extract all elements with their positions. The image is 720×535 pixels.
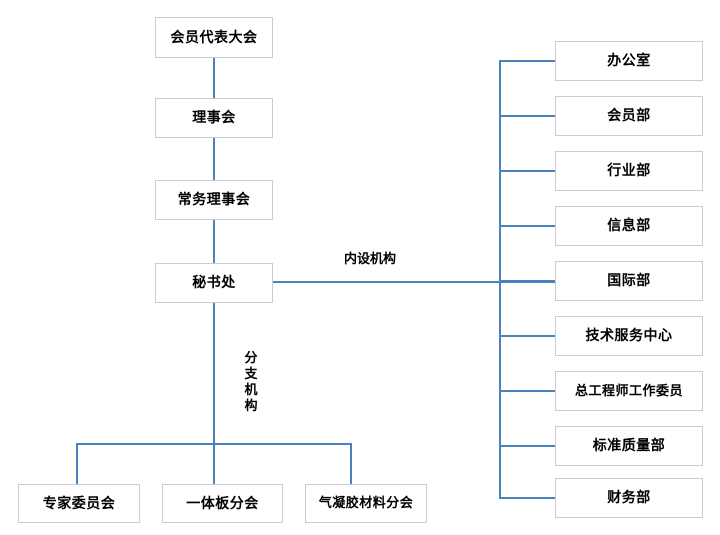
node-chief-engineer-committee[interactable]: 总工程师工作委员 <box>555 371 703 411</box>
node-standing-council[interactable]: 常务理事会 <box>155 180 273 220</box>
connector-stub-standard-quality <box>499 445 556 447</box>
node-information[interactable]: 信息部 <box>555 206 703 246</box>
node-secretariat[interactable]: 秘书处 <box>155 263 273 303</box>
node-international[interactable]: 国际部 <box>555 261 703 301</box>
node-council[interactable]: 理事会 <box>155 98 273 138</box>
connector-stub-office <box>499 60 556 62</box>
connector-secretariat-to-departments <box>273 281 556 283</box>
connector-drop-expert-committee <box>76 443 78 484</box>
node-finance[interactable]: 财务部 <box>555 478 703 518</box>
node-office[interactable]: 办公室 <box>555 41 703 81</box>
connector-secretariat-to-branch-bus <box>213 303 215 444</box>
connector-stub-information <box>499 225 556 227</box>
connector-drop-integrated-board-branch <box>213 443 215 484</box>
node-standard-quality[interactable]: 标准质量部 <box>555 426 703 466</box>
node-assembly[interactable]: 会员代表大会 <box>155 17 273 58</box>
connector-stub-membership <box>499 115 556 117</box>
connector-stub-industry <box>499 170 556 172</box>
connector-standing-council-to-secretariat <box>213 220 215 263</box>
node-industry[interactable]: 行业部 <box>555 151 703 191</box>
node-membership[interactable]: 会员部 <box>555 96 703 136</box>
connector-council-to-standing-council <box>213 138 215 180</box>
node-integrated-board-branch[interactable]: 一体板分会 <box>162 484 283 523</box>
connector-assembly-to-council <box>213 58 215 98</box>
node-aerogel-material-branch[interactable]: 气凝胶材料分会 <box>305 484 427 523</box>
edge-label-internal-departments: 内设机构 <box>344 252 397 267</box>
connector-stub-finance <box>499 497 556 499</box>
connector-stub-international <box>499 280 556 282</box>
edge-label-branch-organizations: 分支机构 <box>244 351 258 414</box>
node-expert-committee[interactable]: 专家委员会 <box>18 484 140 523</box>
node-tech-service-center[interactable]: 技术服务中心 <box>555 316 703 356</box>
connector-stub-chief-engineer-committee <box>499 390 556 392</box>
connector-stub-tech-service-center <box>499 335 556 337</box>
connector-drop-aerogel-material-branch <box>350 443 352 484</box>
